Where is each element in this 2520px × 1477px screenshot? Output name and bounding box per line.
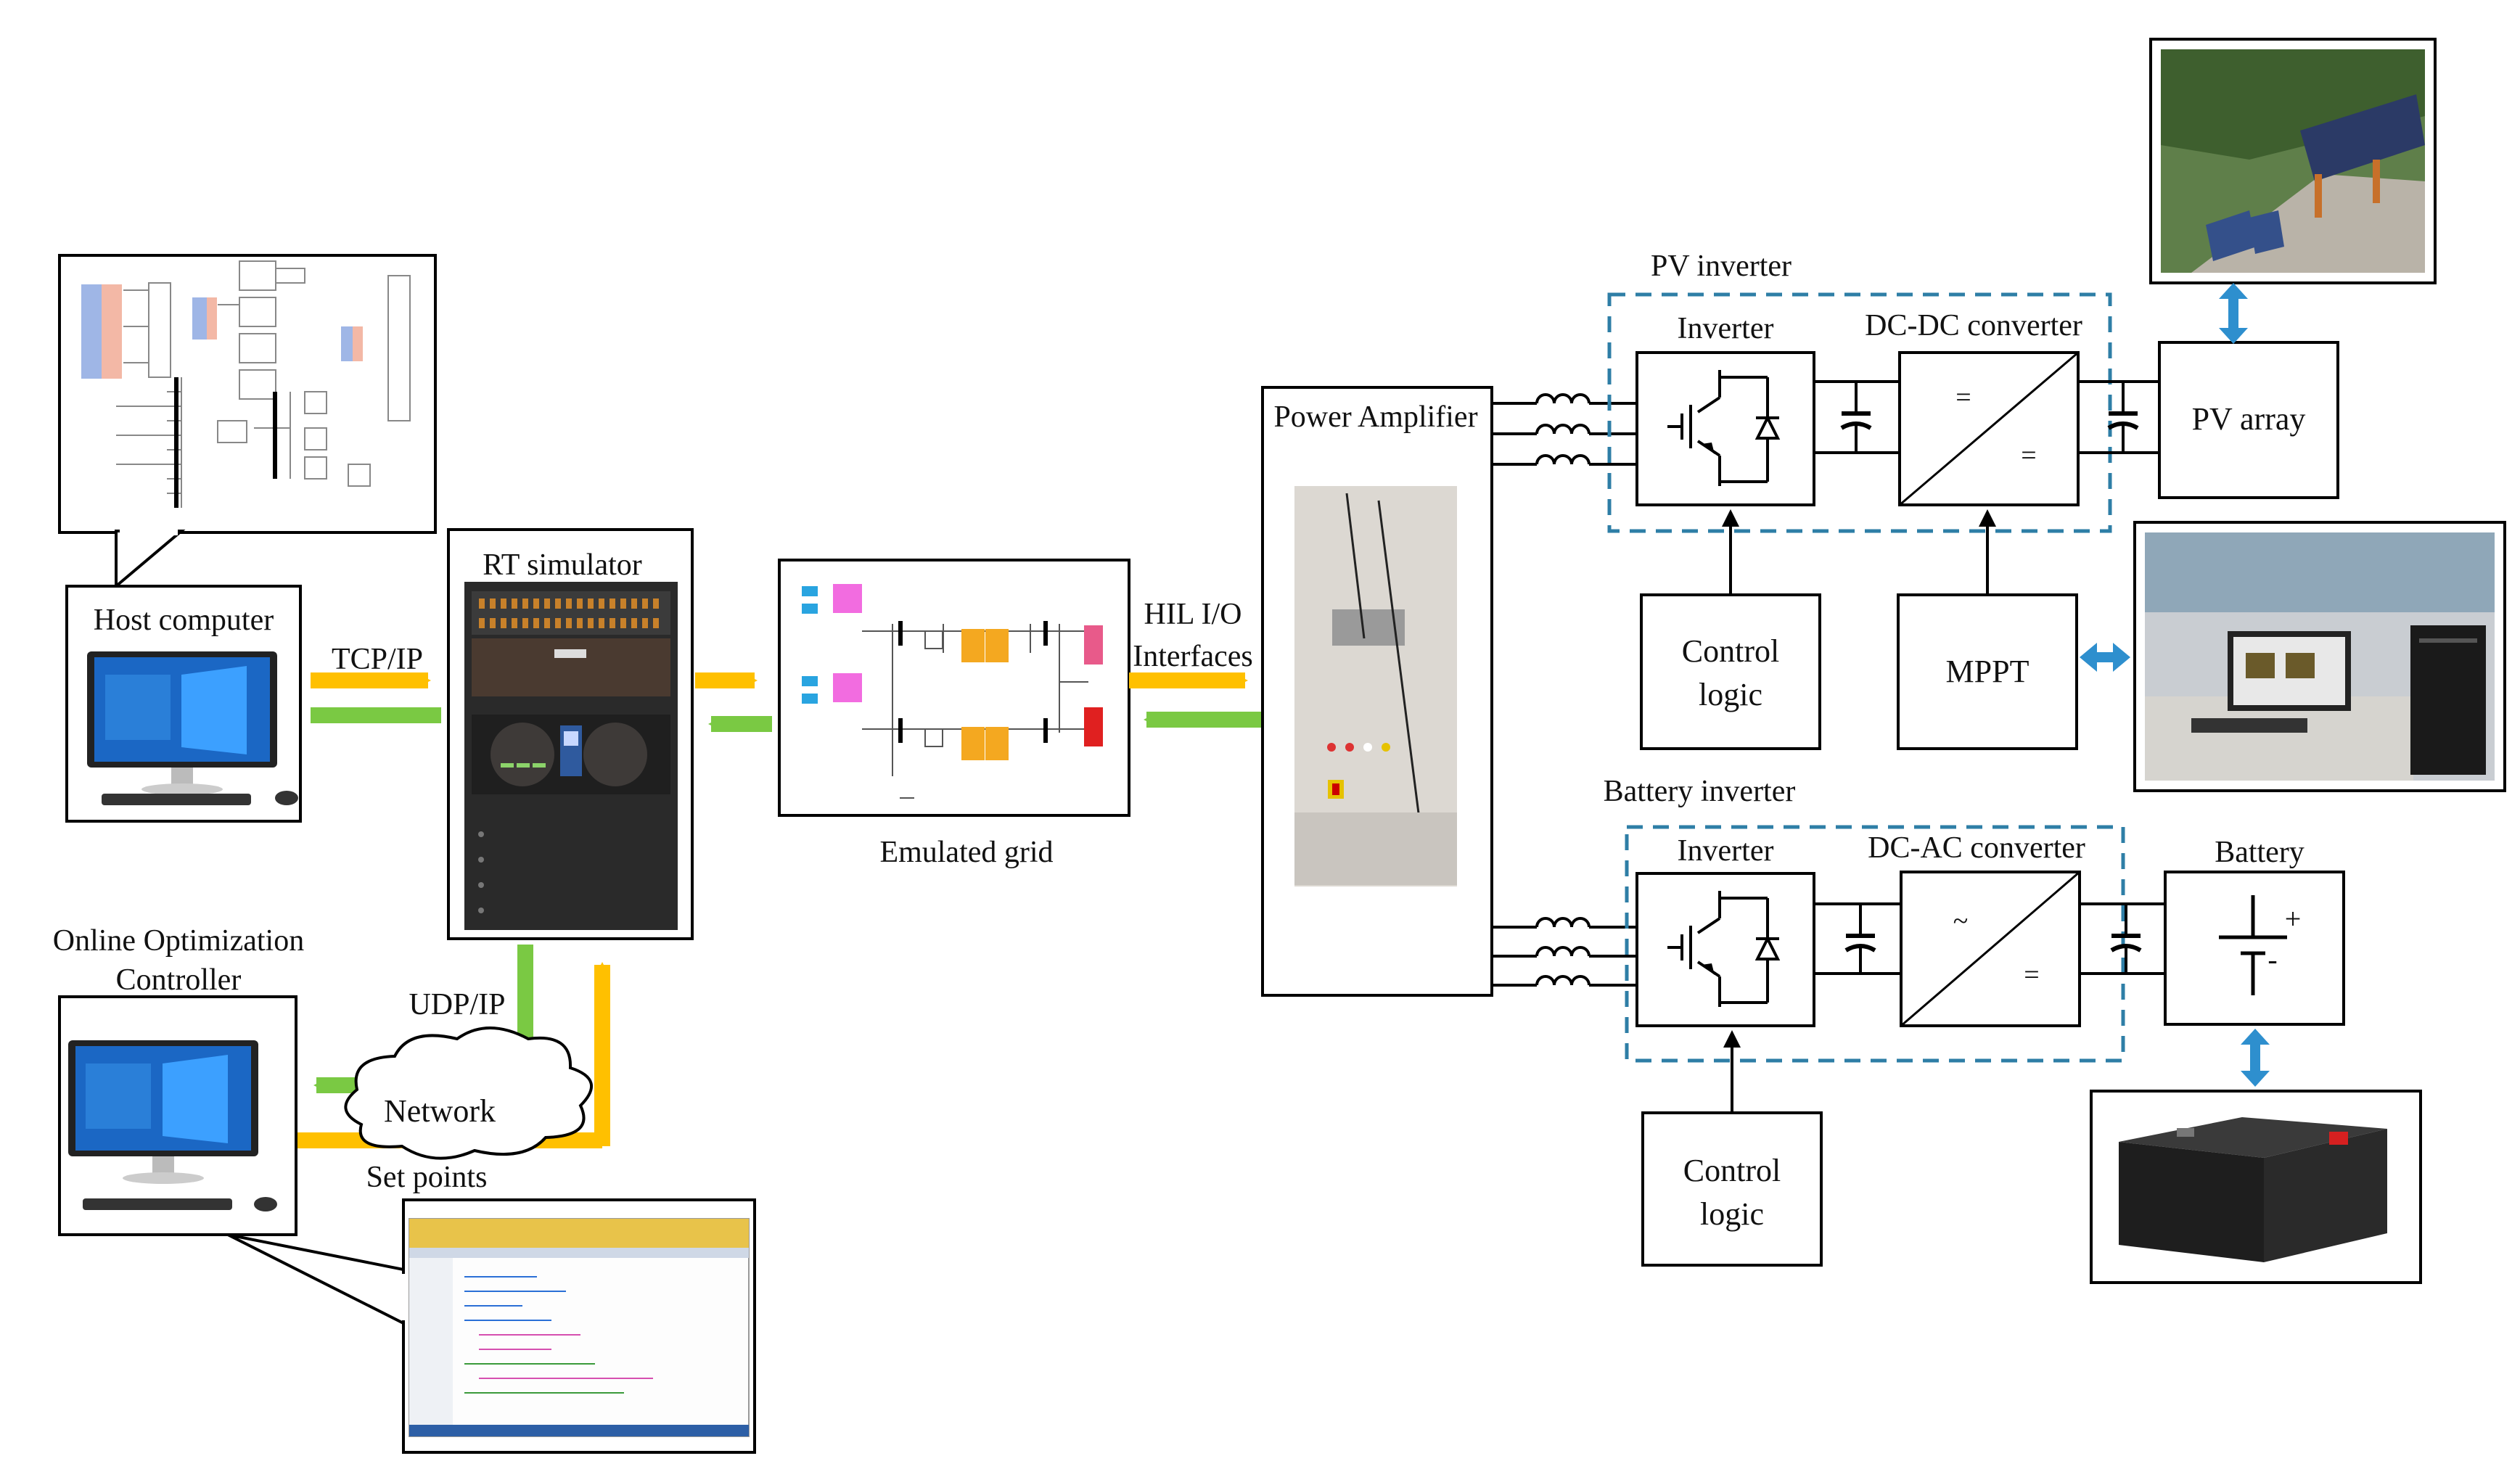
callout-pointer-top (115, 530, 186, 590)
battery-plus-sign: + (2285, 902, 2302, 935)
battery-symbol (2219, 895, 2287, 995)
power-amplifier-photo (1294, 486, 1457, 886)
host-computer-label: Host computer (94, 604, 274, 637)
emulated-grid-box (778, 559, 1130, 817)
battery-cap (2080, 902, 2165, 975)
control-logic-bottom-line2: logic (1700, 1196, 1764, 1232)
pv-array-box (2158, 341, 2339, 499)
battery-photo (2119, 1117, 2387, 1262)
interfaces-label: Interfaces (1133, 640, 1253, 673)
controller-label: Controller (116, 963, 242, 997)
hil-io-label: HIL I/O (1144, 598, 1242, 631)
control-logic-bottom-box (1641, 1111, 1823, 1267)
rt-simulator-label: RT simulator (483, 548, 642, 582)
code-editor-screenshot (409, 1218, 750, 1437)
battery-label: Battery (2215, 836, 2304, 869)
callout-pointer-bottom (227, 1233, 405, 1326)
mppt-box (1897, 593, 2078, 750)
inverter-bottom-label: Inverter (1678, 834, 1774, 868)
battery-inverter-dashed-box (1625, 825, 2125, 1063)
rt-simulator-rack (464, 582, 678, 930)
three-phase-link-bottom (1492, 917, 1637, 987)
pv-array-label: PV array (2192, 401, 2306, 437)
dc-link-cap-bottom (1814, 902, 1901, 975)
inverter-top-label: Inverter (1678, 312, 1774, 345)
power-amplifier-label: Power Amplifier (1273, 400, 1477, 434)
host-computer-icon (87, 651, 298, 805)
battery-inverter-label: Battery inverter (1604, 775, 1796, 808)
dcdc-symbol-bottom: = (2021, 440, 2036, 471)
pv-cap (2078, 380, 2159, 454)
igbt-icon-bottom (1667, 891, 1781, 1007)
schematic-callout-top (58, 254, 437, 534)
dcac-symbol-bottom: = (2024, 960, 2039, 990)
set-points-label: Set points (366, 1161, 488, 1194)
dc-dc-converter-label: DC-DC converter (1865, 309, 2082, 342)
igbt-icon-top (1667, 370, 1781, 486)
battery-box (2164, 871, 2345, 1026)
control-logic-bottom-line1: Control (1683, 1153, 1781, 1188)
emulated-grid-label: Emulated grid (879, 836, 1053, 869)
dc-ac-converter-label: DC-AC converter (1868, 831, 2085, 865)
pv-inverter-dashed-box (1607, 292, 2112, 533)
network-label: Network (384, 1093, 496, 1129)
controller-computer-icon (68, 1040, 277, 1211)
dcdc-symbol-top: = (1955, 382, 1971, 413)
emulated-grid-schematic (802, 584, 1103, 799)
lab-photo (2145, 532, 2495, 781)
control-logic-top-line1: Control (1682, 633, 1779, 669)
dc-link-cap-top (1814, 380, 1900, 454)
pv-array-photo (2161, 49, 2425, 273)
control-logic-top-line2: logic (1699, 677, 1762, 712)
tcp-ip-label: TCP/IP (332, 643, 423, 676)
battery-minus-sign: - (2267, 943, 2277, 976)
udp-ip-label: UDP/IP (409, 988, 505, 1021)
pv-inverter-label: PV inverter (1651, 250, 1792, 283)
control-logic-top-box (1640, 593, 1821, 750)
network-cloud (344, 1027, 594, 1160)
online-optimization-label: Online Optimization (53, 924, 304, 958)
three-phase-link-top (1492, 393, 1637, 466)
mppt-label: MPPT (1946, 654, 2029, 689)
dcac-symbol-top: ~ (1953, 906, 1969, 937)
